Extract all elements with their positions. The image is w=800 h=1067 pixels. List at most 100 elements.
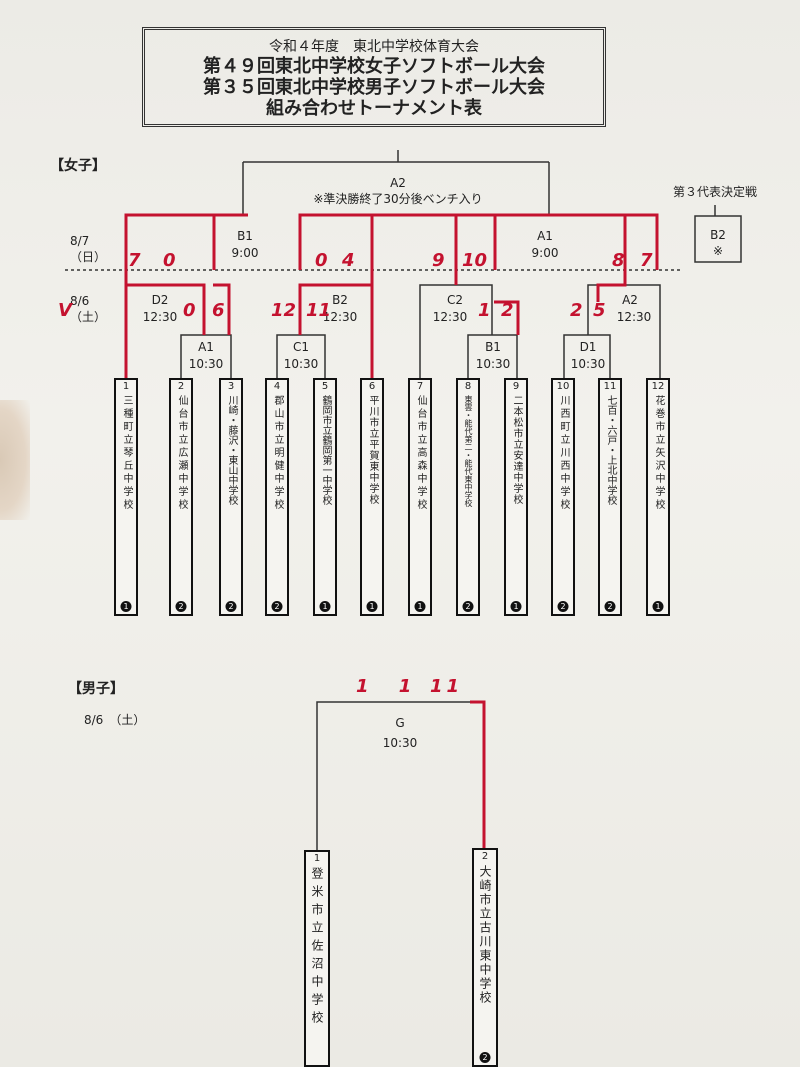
day1-checkmark: V — [58, 300, 72, 321]
boys-section-label: 【男子】 — [68, 681, 124, 697]
team-number: 2 — [481, 851, 489, 862]
team-card-11: 11 七百・六戸・上北中学校 2 — [598, 378, 622, 616]
seed-badge: 1 — [652, 601, 664, 612]
team-number: 10 — [556, 381, 570, 392]
quarter-b2-id: B2 — [332, 293, 348, 307]
team-number: 3 — [227, 381, 235, 392]
event-subtitle: 令和４年度 東北中学校体育大会 — [269, 39, 479, 55]
team-name: 三種町立琴丘中学校 — [121, 395, 132, 512]
score-d1-right: 5 — [593, 300, 606, 321]
boys-team-card-1: 1 登米市立佐沼中学校 — [304, 850, 330, 1067]
team-name: 仙台市立高森中学校 — [415, 395, 426, 512]
boys-match-time: 10:30 — [382, 736, 418, 750]
score-a1-right: 6 — [212, 300, 225, 321]
score-b2-right: 4 — [342, 250, 355, 271]
score-b1-right: 2 — [501, 300, 514, 321]
team-name: 川西町立川西中学校 — [558, 395, 569, 512]
quarter-a2-time: 12:30 — [616, 310, 652, 324]
seed-badge: 2 — [225, 601, 237, 612]
third-place-title: 第３代表決定戦 — [672, 185, 757, 199]
day2-date-text: 8/7 — [70, 234, 90, 248]
team-name: 大崎市立古川東中学校 — [478, 865, 492, 1005]
round1-a1-time: 10:30 — [188, 357, 224, 371]
semi-a1-time: 9:00 — [531, 246, 559, 260]
boys-date: 8/6 （土） — [84, 713, 146, 727]
boys-team-card-2: 2 大崎市立古川東中学校 2 — [472, 848, 498, 1067]
team-name: 七百・六戸・上北中学校 — [605, 395, 616, 505]
quarter-c2-time: 12:30 — [432, 310, 468, 324]
team-card-3: 3 川崎・藤沢・東山中学校 2 — [219, 378, 243, 616]
semi-b1-time: 9:00 — [231, 246, 259, 260]
round1-b1-id: B1 — [485, 340, 501, 354]
semi-a1-id: A1 — [537, 229, 553, 243]
girls-section-label: 【女子】 — [50, 158, 106, 174]
score-c1-right: 11 — [306, 300, 332, 321]
score-d2-left: 7 — [128, 250, 141, 271]
team-number: 7 — [416, 381, 424, 392]
team-name: 郡山市立明健中学校 — [272, 395, 283, 512]
round1-c1-id: C1 — [292, 340, 309, 354]
team-card-1: 1 三種町立琴丘中学校 1 — [114, 378, 138, 616]
score-c1-left: 12 — [271, 300, 297, 321]
team-number: 1 — [122, 381, 130, 392]
team-name: 川崎・藤沢・東山中学校 — [226, 395, 237, 505]
team-card-7: 7 仙台市立高森中学校 1 — [408, 378, 432, 616]
round1-d1-time: 10:30 — [570, 357, 606, 371]
quarter-d2-id: D2 — [151, 293, 169, 307]
team-name: 鶴岡市立鶴岡第一中学校 — [320, 395, 331, 505]
team-card-5: 5 鶴岡市立鶴岡第一中学校 1 — [313, 378, 337, 616]
round1-d1-id: D1 — [579, 340, 597, 354]
team-number: 6 — [368, 381, 376, 392]
day2-weekday: （日） — [70, 250, 107, 264]
boys-score-right: 11 — [430, 676, 464, 697]
seed-badge: 1 — [120, 601, 132, 612]
seed-badge: 2 — [175, 601, 187, 612]
third-place-note: ※ — [712, 244, 724, 258]
score-d1-left: 2 — [570, 300, 583, 321]
score-a2-right: 7 — [640, 250, 653, 271]
score-a2-left: 8 — [612, 250, 625, 271]
team-number: 12 — [651, 381, 665, 392]
day1-date-text: 8/6 — [70, 294, 90, 308]
team-name: 東雲・能代第二・能代東中学校 — [464, 395, 473, 507]
score-c2-right: 10 — [462, 250, 488, 271]
team-name: 登米市立佐沼中学校 — [310, 867, 324, 1029]
seed-badge: 1 — [366, 601, 378, 612]
seed-badge: 1 — [414, 601, 426, 612]
score-b2-left: 0 — [315, 250, 328, 271]
round1-a1-id: A1 — [198, 340, 214, 354]
seed-badge: 1 — [319, 601, 331, 612]
score-a1-left: 0 — [183, 300, 196, 321]
day1-weekday: （土） — [70, 310, 107, 324]
quarter-b2-time: 12:30 — [322, 310, 358, 324]
seed-badge: 2 — [604, 601, 616, 612]
team-card-6: 6 平川市立平賀東中学校 1 — [360, 378, 384, 616]
team-name: 二本松市立安達中学校 — [511, 395, 522, 505]
team-number: 1 — [313, 853, 321, 864]
title-line-2: 第３５回東北中学校男子ソフトボール大会 — [203, 77, 545, 98]
quarter-c2-id: C2 — [446, 293, 463, 307]
team-name: 仙台市立広瀬中学校 — [176, 395, 187, 512]
team-number: 11 — [603, 381, 617, 392]
team-name: 平川市立平賀東中学校 — [367, 395, 378, 505]
girls-final-id: A2 — [390, 176, 406, 190]
team-number: 5 — [321, 381, 329, 392]
title-line-1: 第４９回東北中学校女子ソフトボール大会 — [203, 56, 545, 77]
title-line-3: 組み合わせトーナメント表 — [266, 98, 482, 119]
quarter-d2-time: 12:30 — [142, 310, 178, 324]
seed-badge: 2 — [479, 1052, 491, 1063]
round1-c1-time: 10:30 — [283, 357, 319, 371]
seed-badge: 1 — [510, 601, 522, 612]
score-b1-left: 1 — [478, 300, 491, 321]
round1-b1-time: 10:30 — [475, 357, 511, 371]
day2-date: 8/7 （日） — [70, 233, 106, 265]
team-number: 4 — [273, 381, 281, 392]
score-d2-right: 0 — [163, 250, 176, 271]
finger-edge — [0, 400, 30, 520]
